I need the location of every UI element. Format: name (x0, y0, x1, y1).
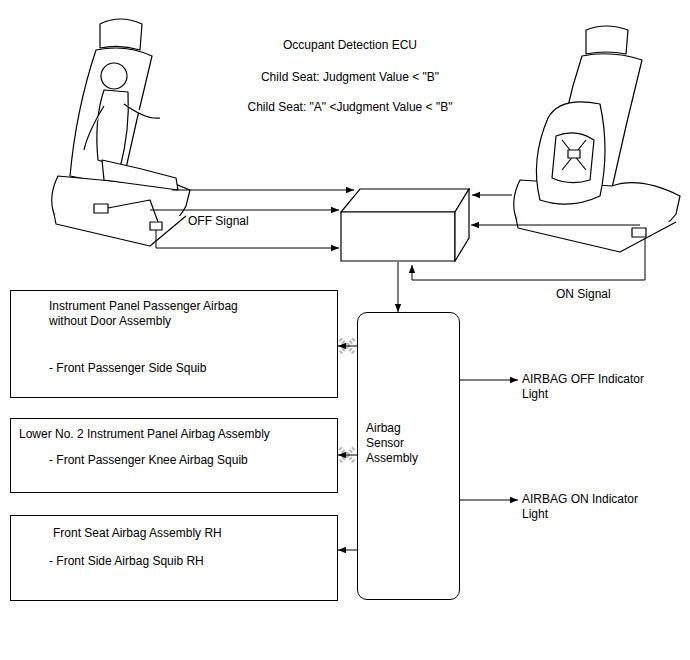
signal-line (156, 230, 339, 248)
adult-seat (52, 19, 190, 246)
signal-name: OFF Signal (188, 214, 278, 229)
indicator-name: AIRBAG ON Indicator Light (522, 492, 662, 522)
ecu-shape (341, 189, 469, 212)
child-seat (632, 228, 646, 237)
signal-arrow (338, 346, 357, 347)
adult-seat (124, 104, 160, 118)
signal-line (460, 380, 518, 381)
child-seat (552, 133, 594, 183)
adult-seat (108, 200, 158, 222)
child-seat (568, 150, 580, 158)
adult-seat (100, 19, 142, 50)
adult-seat (94, 204, 108, 213)
node-title: Lower No. 2 Instrument Panel Airbag Asse… (19, 427, 331, 442)
signal-name: ON Signal (556, 287, 646, 302)
adult-seat (101, 63, 127, 89)
child-seat (586, 26, 628, 54)
signal-line (150, 210, 339, 211)
airbag-box: Front Seat Airbag Assembly RH - Front Sid… (10, 515, 338, 601)
adult-seat (150, 222, 162, 230)
node-detail: - Front Passenger Side Squib (49, 361, 329, 376)
signal-line (460, 500, 518, 501)
signal-arrow (338, 455, 357, 456)
node-title: Occupant Detection ECU (250, 38, 450, 53)
ecu-box: Occupant Detection ECU (340, 188, 470, 262)
ecu-shape (341, 212, 455, 261)
ecu-shape (340, 188, 470, 262)
node-title: Instrument Panel Passenger Airbag withou… (49, 299, 279, 329)
node-detail: - Front Passenger Knee Airbag Squib (49, 453, 329, 468)
signal-arrow (338, 550, 357, 551)
child-seat (514, 26, 680, 252)
signal-arrow (398, 262, 399, 312)
adult-seat (97, 90, 128, 168)
signal-line (471, 225, 640, 226)
adult-seat (84, 106, 104, 150)
indicator-name: AIRBAG OFF Indicator Light (522, 372, 662, 402)
airbag-box: Instrument Panel Passenger Airbag withou… (10, 290, 338, 398)
signal-line (472, 195, 512, 196)
child-seat (562, 140, 586, 170)
signal-line (172, 190, 354, 191)
node-title: Front Seat Airbag Assembly RH (53, 526, 333, 541)
node-title: Airbag Sensor Assembly (366, 421, 428, 466)
ecu-shape (341, 189, 469, 261)
airbag-box: Lower No. 2 Instrument Panel Airbag Asse… (10, 418, 338, 493)
adult-seat (54, 214, 186, 246)
judgment-note: Child Seat: Judgment Value < "B" (225, 70, 475, 85)
adult-seat (102, 160, 178, 190)
judgment-note: Child Seat: "A" <Judgment Value < "B" (225, 100, 475, 115)
child-seat (536, 102, 605, 204)
ecu-shape (455, 189, 469, 261)
child-seat (516, 218, 676, 252)
sensor-box: Airbag Sensor Assembly (357, 312, 460, 600)
node-detail: - Front Side Airbag Squib RH (49, 554, 329, 569)
